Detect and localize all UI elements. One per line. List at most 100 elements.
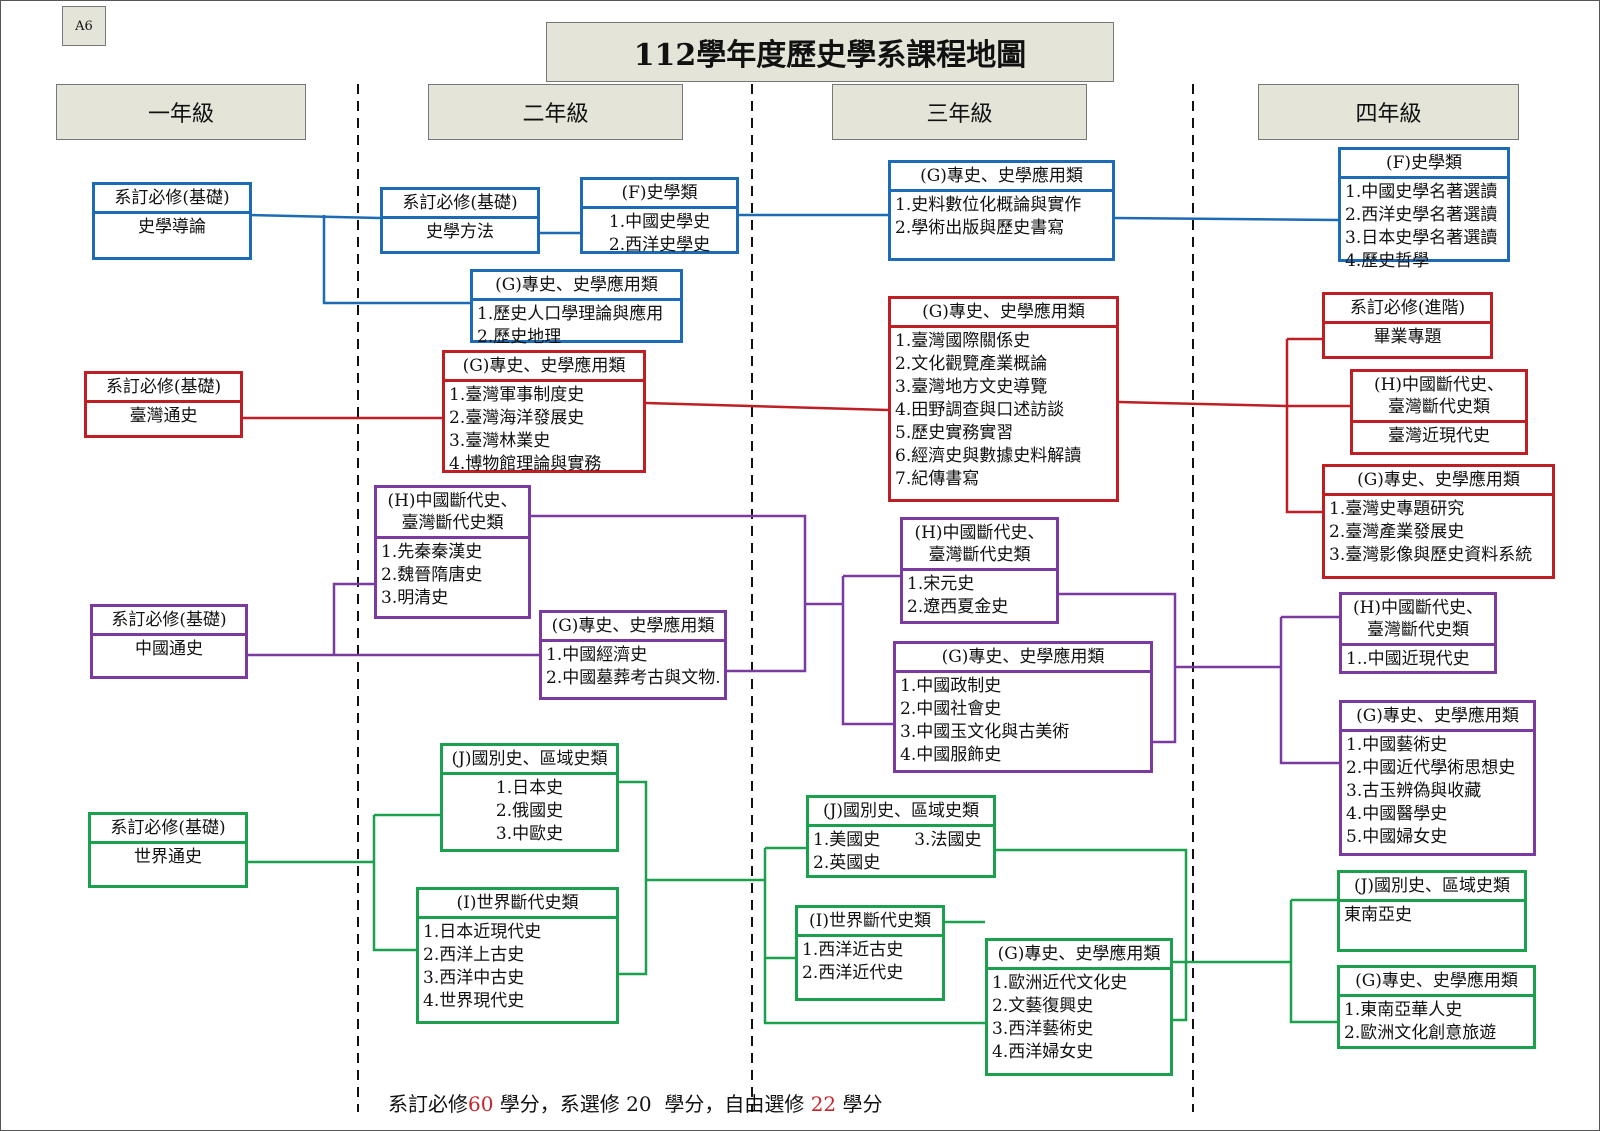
purple-link-5 [841, 576, 893, 726]
red-link-2 [645, 401, 889, 412]
course-item: 1.中國史學名著選讀 [1345, 182, 1498, 202]
box-header-line: (H)中國斷代史、 [1352, 598, 1484, 618]
box-header: (H)中國斷代史、臺灣斷代史類 [1342, 595, 1494, 646]
box-course-list: 史學導論 [95, 214, 249, 241]
credit-required-number: 60 [468, 1092, 494, 1116]
course-item: 4.中國服飾史 [900, 745, 1002, 765]
course-item: 2.中國墓葬考古與文物. [546, 668, 721, 688]
course-box-history-intro: 系訂必修(基礎) 史學導論 [92, 182, 252, 260]
course-item: 1.先秦秦漢史 [381, 542, 483, 562]
course-item: 2.臺灣海洋發展史 [449, 408, 585, 428]
box-header-line: 臺灣斷代史類 [928, 545, 1031, 565]
box-header-line: (H)中國斷代史、 [387, 491, 518, 511]
course-item: 3.臺灣地方文史導覽 [895, 377, 1048, 397]
credit-label-middle: 學分，系選修 20 學分，自由選修 [493, 1092, 811, 1116]
box-header: (I)世界斷代史類 [798, 908, 942, 937]
course-item: 1.日本史 [495, 778, 564, 798]
year-header-1: 一年級 [56, 84, 306, 140]
box-header-line: 臺灣斷代史類 [1388, 397, 1490, 417]
course-box-china-applied-3: (G)專史、史學應用類 1.中國政制史 2.中國社會史 3.中國玉文化與古美術 4.中國… [893, 641, 1153, 773]
course-item: 3.臺灣林業史 [449, 431, 551, 451]
box-header: 系訂必修(基礎) [91, 815, 245, 844]
box-header: (H)中國斷代史、臺灣斷代史類 [903, 520, 1056, 571]
course-item: 臺灣通史 [129, 406, 198, 426]
course-item: 史學導論 [138, 217, 206, 237]
blue-link-1 [249, 213, 381, 220]
course-item: 4.田野調查與口述訪談 [895, 400, 1065, 420]
box-course-list: 1..中國近現代史 [1342, 646, 1494, 673]
box-header: (G)專史、史學應用類 [445, 353, 643, 382]
course-box-history-method: 系訂必修(基礎)史學方法 [380, 187, 540, 254]
course-item: 臺灣近現代史 [1388, 426, 1490, 446]
purple-link-2 [332, 582, 374, 655]
course-item: 2.西洋史學史 [608, 235, 711, 255]
course-item: 世界通史 [134, 847, 202, 867]
course-item: 2.歷史地理 [477, 327, 562, 347]
box-course-list: 1.史料數位化概論與實作 2.學術出版與歷史書寫 [891, 192, 1112, 242]
box-header: (G)專史、史學應用類 [896, 644, 1150, 673]
course-item: 4.世界現代史 [423, 991, 525, 1011]
box-header-line: (H)中國斷代史、 [1373, 375, 1505, 395]
course-item: 1.臺灣軍事制度史 [449, 385, 585, 405]
course-item: 2.文化觀覽產業概論 [895, 354, 1048, 374]
course-item: 2.中國近代學術思想史 [1346, 758, 1516, 778]
blue-link-2 [322, 215, 470, 305]
course-item: 1.中國政制史 [900, 676, 1002, 696]
course-item: 2.中國社會史 [900, 699, 1002, 719]
green-link-2 [372, 815, 416, 952]
box-header: (G)專史、史學應用類 [542, 613, 724, 642]
year-header-3: 三年級 [832, 84, 1087, 140]
box-header: (G)專史、史學應用類 [988, 941, 1170, 970]
course-item: 2.文藝復興史 [992, 996, 1094, 1016]
box-course-list: 東南亞史 [1340, 902, 1524, 929]
green-link-12 [1289, 900, 1337, 1024]
course-item: 3.臺灣影像與歷史資料系統 [1329, 545, 1533, 565]
box-header: 系訂必修(基礎) [95, 185, 249, 214]
course-item: 3.古玉辨偽與收藏 [1346, 781, 1482, 801]
course-item: 3.中國玉文化與古美術 [900, 722, 1070, 742]
course-item: 1.宋元史 [907, 574, 975, 594]
course-item: 7.紀傳書寫 [895, 469, 980, 489]
course-item: 2.學術出版與歷史書寫 [895, 218, 1065, 238]
box-header: (G)專史、史學應用類 [1342, 703, 1533, 732]
course-item: 4.中國醫學史 [1346, 804, 1448, 824]
purple-link-3 [531, 514, 807, 673]
course-item: 東南亞史 [1344, 905, 1412, 925]
box-header-line: 臺灣斷代史類 [1367, 620, 1469, 640]
course-item: 中國通史 [135, 639, 203, 659]
box-header: (G)專史、史學應用類 [1325, 467, 1552, 496]
red-link-4 [1285, 339, 1322, 514]
red-link-3 [1118, 400, 1288, 408]
course-item: 1.史料數位化概論與實作 [895, 195, 1082, 215]
course-item: 1.美國史 3.法國史 [813, 830, 982, 850]
green-link-9 [996, 848, 1188, 1022]
course-box-taiwan-modern: (H)中國斷代史、臺灣斷代史類臺灣近現代史 [1350, 369, 1528, 455]
course-item: 2.歐洲文化創意旅遊 [1344, 1023, 1497, 1043]
box-header: 系訂必修(基礎) [87, 374, 240, 403]
course-item: 3.西洋藝術史 [992, 1019, 1094, 1039]
course-box-china-history: 系訂必修(基礎)中國通史 [90, 604, 248, 679]
course-item: 1.東南亞華人史 [1344, 1000, 1463, 1020]
box-header: (J)國別史、區域史類 [809, 798, 993, 827]
course-item: 1.歷史人口學理論與應用 [477, 304, 664, 324]
box-course-list: 臺灣通史 [87, 403, 240, 430]
page-title: 112學年度歷史學系課程地圖 [546, 22, 1114, 82]
course-item: 2.西洋史學名著選讀 [1345, 205, 1498, 225]
course-item: 3.明清史 [381, 588, 449, 608]
